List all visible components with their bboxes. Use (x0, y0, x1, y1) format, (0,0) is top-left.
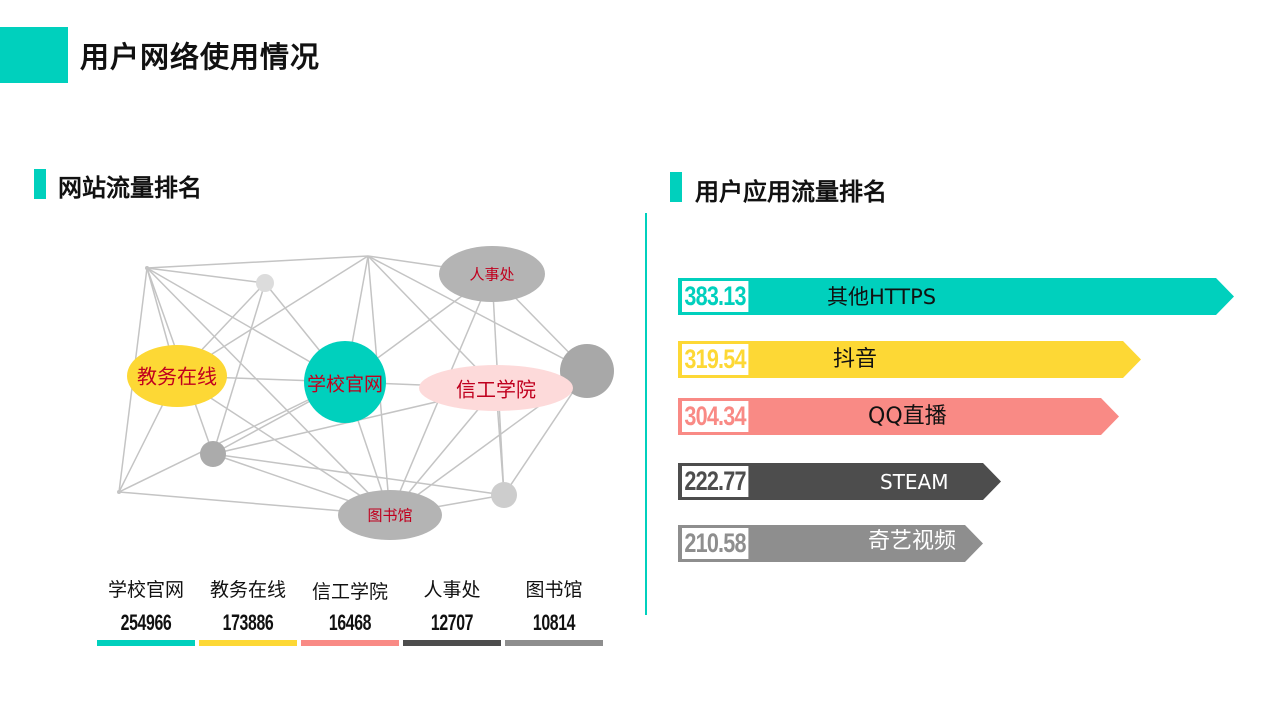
section-title-website-traffic: 网站流量排名 (58, 174, 202, 202)
site-rank-item: 人事处 12707 (403, 575, 501, 636)
site-rank-color-bar (199, 640, 297, 646)
network-node-small (256, 274, 274, 292)
site-rank-color-bar (505, 640, 603, 646)
app-rank-row: 304.34 QQ直播 (678, 398, 1119, 435)
node-label-academic: 教务在线 (137, 364, 217, 389)
site-rank-color-bar (97, 640, 195, 646)
node-official (304, 341, 386, 423)
app-rank-name: QQ直播 (868, 404, 947, 429)
network-node-small (491, 482, 517, 508)
site-rank-value: 12707 (430, 610, 474, 635)
node-library (338, 490, 442, 540)
site-rank-name: 人事处 (423, 579, 481, 601)
node-hr (439, 246, 545, 302)
site-rank-value: 173886 (222, 610, 274, 635)
site-rank-name: 信工学院 (311, 581, 388, 603)
app-rank-name: 抖音 (833, 347, 878, 372)
app-rank-value: 210.58 (682, 528, 749, 559)
app-rank-value: 304.34 (682, 401, 749, 432)
site-rank-value: 10814 (532, 610, 576, 635)
app-rank-row: 210.58 奇艺视频 (678, 525, 983, 562)
node-label-official: 学校官网 (306, 373, 384, 396)
app-rank-arrow (678, 278, 1234, 315)
site-rank-item: 信工学院 16468 (301, 577, 399, 636)
site-rank-name: 教务在线 (209, 579, 286, 601)
site-rank-item: 教务在线 173886 (199, 575, 297, 636)
title-accent-block (0, 27, 68, 83)
node-label-it-college: 信工学院 (456, 377, 536, 402)
node-label-library: 图书馆 (367, 506, 413, 525)
site-rank-item: 学校官网 254966 (97, 575, 195, 636)
app-rank-arrow (678, 463, 1001, 500)
app-rank-arrow (678, 341, 1141, 378)
site-rank-name: 图书馆 (525, 579, 583, 601)
app-rank-arrow (678, 398, 1119, 435)
network-node-dot (117, 490, 121, 494)
app-rank-value: 383.13 (682, 281, 749, 312)
app-rank-row: 319.54 抖音 (678, 341, 1141, 378)
app-rank-name: 其他HTTPS (827, 285, 937, 309)
site-rank-name: 学校官网 (107, 579, 184, 601)
network-node-dot (145, 266, 149, 270)
node-it-college (419, 365, 573, 411)
node-academic (127, 345, 227, 407)
app-rank-row: 383.13 其他HTTPS (678, 278, 1234, 315)
site-rank-value: 254966 (120, 610, 172, 635)
section-title-app-traffic: 用户应用流量排名 (695, 178, 887, 206)
app-rank-value: 319.54 (682, 344, 749, 375)
site-rank-color-bar (301, 640, 399, 646)
section-marker-left (34, 169, 46, 199)
app-rank-arrow (678, 525, 983, 562)
app-rank-row: 222.77 STEAM (678, 463, 1001, 500)
app-rank-name: 奇艺视频 (868, 529, 957, 554)
vertical-divider (645, 213, 647, 615)
site-rank-item: 图书馆 10814 (505, 575, 603, 636)
network-node-large-gray (560, 344, 614, 398)
network-node-small (200, 441, 226, 467)
network-diagram (117, 246, 614, 540)
site-rank-value: 16468 (328, 610, 372, 635)
site-rank-color-bar (403, 640, 501, 646)
app-rank-value: 222.77 (682, 466, 749, 497)
section-marker-right (670, 172, 682, 202)
node-label-hr: 人事处 (469, 265, 515, 284)
page-title: 用户网络使用情况 (80, 40, 321, 74)
app-rank-name: STEAM (880, 470, 949, 494)
